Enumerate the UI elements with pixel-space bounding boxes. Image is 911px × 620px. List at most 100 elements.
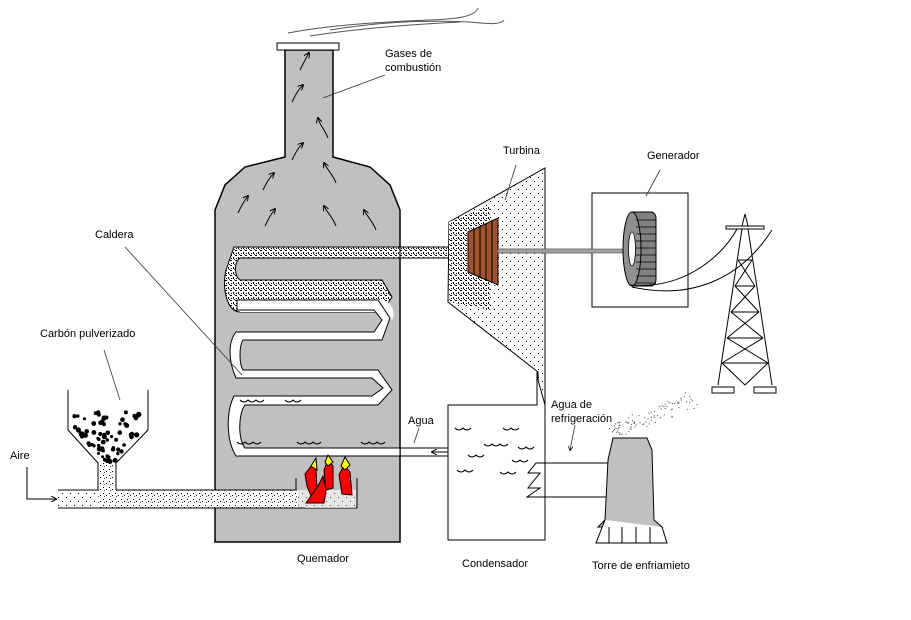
steam-particle xyxy=(673,402,675,404)
steam-particle xyxy=(614,425,615,427)
boiler-tubes xyxy=(224,246,456,457)
steam-particle xyxy=(666,406,668,408)
coal-particle xyxy=(72,425,78,430)
steam-particle xyxy=(635,424,637,426)
steam-particle xyxy=(614,423,616,425)
steam-particle xyxy=(634,426,636,428)
coal-particle xyxy=(102,457,107,462)
steam-particle xyxy=(621,434,623,436)
coal-hopper xyxy=(67,390,149,490)
coal-particle xyxy=(99,446,105,452)
steam-particle xyxy=(643,423,645,425)
coal-particle xyxy=(105,438,110,442)
label-caldera: Caldera xyxy=(95,229,134,241)
condenser-outline xyxy=(447,168,546,541)
coal-particle xyxy=(134,432,140,438)
steam-tube xyxy=(224,246,456,313)
steam-particle xyxy=(664,404,666,406)
steam-particle xyxy=(642,423,644,425)
steam-particle xyxy=(647,418,649,420)
coal-particle xyxy=(96,436,100,440)
coal-particle xyxy=(124,423,130,428)
coal-particle xyxy=(106,455,111,460)
steam-particle xyxy=(633,422,635,424)
label-aire: Aire xyxy=(10,450,30,462)
power-lines xyxy=(628,228,773,292)
coal-particle xyxy=(111,446,116,450)
generator xyxy=(497,192,689,308)
label-agua-refrig-line2: refrigeración xyxy=(551,413,612,425)
steam-particle xyxy=(661,405,663,407)
coal-particle xyxy=(104,415,109,420)
steam-particle xyxy=(680,397,682,399)
steam-particle xyxy=(683,396,685,398)
steam-particle xyxy=(693,408,695,409)
coal-particle xyxy=(96,412,101,417)
steam-particle xyxy=(615,431,617,433)
steam-particle xyxy=(628,431,630,433)
burner xyxy=(295,453,358,509)
steam-particle xyxy=(678,407,680,409)
steam-particle xyxy=(670,409,672,411)
steam-particle xyxy=(690,398,692,400)
steam-particle xyxy=(618,422,620,423)
water-return xyxy=(400,447,448,457)
coal-particle xyxy=(110,434,114,439)
coal-particle xyxy=(86,441,91,446)
steam-particle xyxy=(650,419,652,421)
flames xyxy=(304,453,353,504)
steam-particle xyxy=(628,417,630,419)
steam-particle xyxy=(631,426,633,428)
steam-particle xyxy=(655,422,656,423)
label-gases-line2: combustión xyxy=(385,62,441,74)
coal-particle xyxy=(116,451,120,456)
steam-pipe xyxy=(399,246,456,259)
coal-particle xyxy=(120,417,125,423)
coal-particle xyxy=(116,447,121,452)
smoke-plume xyxy=(287,7,505,37)
steam-particle xyxy=(634,421,635,423)
bubbles xyxy=(236,399,386,445)
steam-particle xyxy=(627,422,629,424)
steam-particle xyxy=(631,414,633,416)
steam-particle xyxy=(645,421,647,423)
steam-particle xyxy=(646,425,648,427)
coal-particle xyxy=(106,458,110,462)
steam-particle xyxy=(660,417,661,419)
steam-particle xyxy=(671,408,673,410)
coal-particle xyxy=(119,449,124,454)
coal-particle xyxy=(98,431,103,437)
coal-particle xyxy=(114,437,119,442)
steam-particle xyxy=(634,422,636,424)
coal-feed-pipe xyxy=(58,489,305,509)
coal-particle xyxy=(75,427,81,433)
transmission-pylon xyxy=(711,213,777,394)
steam-particle xyxy=(671,416,673,418)
steam-particle xyxy=(685,392,687,394)
steam-particle xyxy=(618,432,620,434)
cooling-tower xyxy=(595,392,698,544)
steam-particle xyxy=(616,428,618,430)
steam-particle xyxy=(609,428,610,430)
steam-particle xyxy=(638,415,640,417)
coal-particle xyxy=(129,431,135,437)
steam-particle xyxy=(687,408,689,410)
steam-particle xyxy=(663,406,665,408)
coal-particle xyxy=(117,430,123,435)
steam-particle xyxy=(630,424,632,426)
steam-particle xyxy=(627,422,629,424)
coal-particle xyxy=(118,422,122,426)
steam-particle xyxy=(644,416,646,418)
coal-particle xyxy=(101,455,105,459)
coal-particle xyxy=(92,444,96,448)
steam-particle xyxy=(672,416,674,418)
steam-particle xyxy=(619,421,621,423)
steam-particle xyxy=(691,400,693,402)
steam-particle xyxy=(680,399,682,401)
steam-particle xyxy=(657,415,659,417)
steam-particle xyxy=(625,433,627,435)
steam-particle xyxy=(653,416,655,418)
coal-particle xyxy=(123,410,128,415)
steam-particle xyxy=(620,433,622,435)
